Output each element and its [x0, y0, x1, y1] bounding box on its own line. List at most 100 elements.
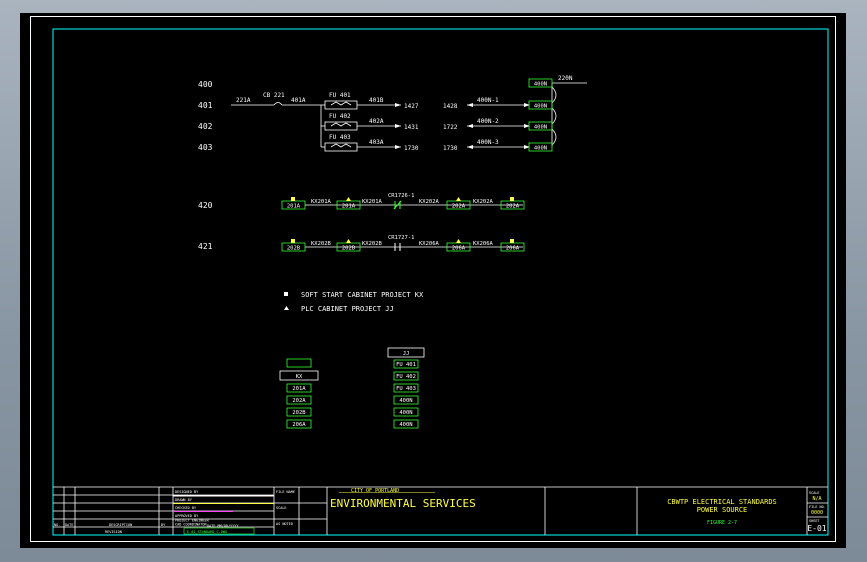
rung-label-421: 421: [198, 242, 213, 251]
file-name-value: E-01_STANDARD_C.DWG: [187, 530, 227, 534]
scale-label: SCALE: [276, 506, 287, 510]
legend-kx-text: SOFT START CABINET PROJECT KX: [301, 291, 424, 299]
terminal-left-3: 1730: [404, 145, 419, 152]
terminal-markers: [395, 103, 530, 149]
r420-contact: CR1726-1: [388, 193, 415, 199]
rung-label-403: 403: [198, 143, 213, 152]
kx-item-1: 201A: [292, 386, 306, 392]
rung-421: 202B 202B 206A 206A KX202B KX202B KX206A…: [281, 235, 525, 252]
date-header: DATE MM/DD/YYYY: [207, 524, 240, 528]
r421-wire-1: KX202B: [311, 241, 332, 247]
fuse-402-label: FU 402: [329, 113, 351, 120]
fuse-out-401b: 401B: [369, 97, 384, 104]
r420-box-1: 201A: [287, 204, 301, 210]
jj-item-3: FU 403: [396, 386, 416, 392]
sign-engineer: PROJECT ENGINEER: [175, 519, 210, 523]
r421-wire-3: KX206A: [419, 241, 440, 247]
wire-401a-label: 401A: [291, 97, 306, 104]
jj-item-5: 400N: [399, 410, 412, 416]
power-labels: 221A CB 221 401A FU 401 FU 402 FU 403 40…: [236, 75, 573, 152]
rev-col-desc: DESCRIPTION: [109, 523, 132, 527]
scale-value: AS NOTED: [276, 522, 293, 526]
rev-col-date: DATE: [65, 523, 73, 527]
sign-approved: APPROVED BY: [175, 514, 199, 518]
neutral-box-3: 400N: [534, 125, 547, 131]
r420-wire-4: KX202A: [473, 199, 494, 205]
terminal-right-2: 1722: [443, 124, 458, 131]
wire-221a-label: 221A: [236, 97, 251, 104]
fuse-out-403a: 403A: [369, 139, 384, 146]
terminal-right-1: 1428: [443, 103, 458, 110]
drawing-title-line1: CBWTP ELECTRICAL STANDARDS: [667, 498, 777, 506]
legend-square-marker: [284, 292, 288, 296]
neutral-wire-1: 400N-1: [477, 97, 499, 104]
legend-triangle-marker: [284, 306, 289, 310]
fuse-403-label: FU 403: [329, 134, 351, 141]
rev-col-no: NO.: [54, 523, 60, 527]
sign-cad: CAD COORDINATOR: [175, 523, 208, 527]
drawing-sheet: 400 401 402 403 420 421: [30, 16, 836, 542]
rev-col-by: BY: [161, 523, 166, 527]
neutral-box-2: 400N: [534, 104, 547, 110]
neutral-top-label: 220N: [558, 75, 573, 82]
r421-wire-4: KX206A: [473, 241, 494, 247]
kx-item-3: 202B: [292, 410, 306, 416]
power-wiring: [231, 82, 587, 152]
fuse-401-label: FU 401: [329, 92, 351, 99]
figure-number: FIGURE 2-7: [707, 520, 737, 526]
sign-drawn: DRAWN BY: [175, 498, 193, 502]
terminal-left-2: 1431: [404, 124, 419, 131]
r421-box-3: 206A: [452, 246, 466, 252]
r421-box-1: 202B: [287, 246, 301, 252]
legend: SOFT START CABINET PROJECT KX PLC CABINE…: [284, 291, 424, 313]
terminal-right-3: 1730: [443, 145, 458, 152]
revision-header: REVISION: [105, 530, 122, 534]
kx-item-2: 202A: [292, 398, 306, 404]
r420-wire-1: KX201A: [311, 199, 332, 205]
file-no-value: 0000: [811, 510, 823, 516]
rung-label-401: 401: [198, 101, 213, 110]
r421-box-4: 206A: [506, 246, 520, 252]
breaker-label: CB 221: [263, 92, 285, 99]
jj-table: JJ FU 401 FU 402 FU 403 400N 400N 400N: [387, 347, 425, 429]
rung-label-400: 400: [198, 80, 213, 89]
kx-table: KX 201A 202A 202B 206A: [279, 358, 319, 429]
city-label: CITY OF PORTLAND: [351, 488, 399, 494]
rung-420: 201A 201A 202A 202A KX201A KX201A KX202A…: [281, 193, 525, 210]
sheet-number: E-01: [807, 524, 826, 533]
rung-label-420: 420: [198, 201, 213, 210]
terminal-left-1: 1427: [404, 103, 419, 110]
cad-viewport[interactable]: 400 401 402 403 420 421: [20, 13, 846, 548]
fuse-out-402a: 402A: [369, 118, 384, 125]
title-block: NO. DATE DESCRIPTION BY REVISION DESIGNE…: [53, 486, 828, 535]
kx-table-header: KX: [296, 374, 303, 380]
bureau-name: ENVIRONMENTAL SERVICES: [330, 497, 476, 510]
jj-item-6: 400N: [399, 422, 412, 428]
r421-contact: CR1727-1: [388, 235, 415, 241]
r421-wire-2: KX202B: [362, 241, 383, 247]
neutral-box-1: 400N: [534, 82, 547, 88]
neutral-wire-2: 400N-2: [477, 118, 499, 125]
legend-jj-text: PLC CABINET PROJECT JJ: [301, 305, 394, 313]
drawing-title-line2: POWER SOURCE: [697, 506, 748, 514]
kx-item-4: 206A: [292, 422, 306, 428]
r421-box-2: 202B: [342, 246, 356, 252]
r420-wire-3: KX202A: [419, 199, 440, 205]
r420-box-3: 202A: [452, 204, 466, 210]
jj-table-header: JJ: [403, 351, 410, 357]
r420-wire-2: KX201A: [362, 199, 383, 205]
neutral-wire-3: 400N-3: [477, 139, 499, 146]
schematic-drawing[interactable]: 400 401 402 403 420 421: [31, 17, 837, 543]
file-name-label: FILE NAME: [276, 490, 295, 494]
jj-item-1: FU 401: [396, 362, 416, 368]
sign-checked: CHECKED BY: [175, 506, 197, 510]
jj-item-2: FU 402: [396, 374, 416, 380]
file-no-label: FILE NO.: [809, 505, 826, 509]
neutral-box-4: 400N: [534, 146, 547, 152]
r420-box-4: 202A: [506, 204, 520, 210]
jj-item-4: 400N: [399, 398, 412, 404]
r420-box-2: 201A: [342, 204, 356, 210]
sign-designed: DESIGNED BY: [175, 490, 199, 494]
sheet-scale-label: SCALE: [809, 491, 820, 495]
sheet-label: SHEET: [809, 519, 820, 523]
